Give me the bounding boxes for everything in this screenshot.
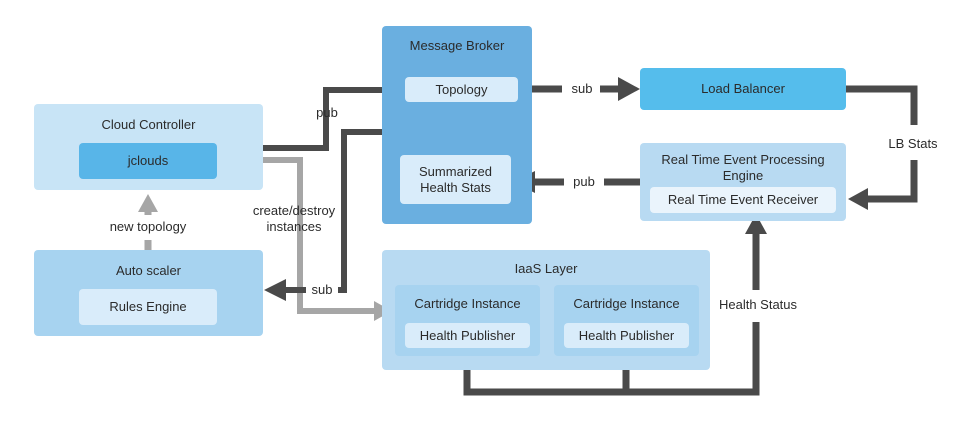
iaas-layer-box: IaaS Layer Cartridge Instance Health Pub… <box>382 250 710 370</box>
cloud-controller-title: Cloud Controller <box>101 117 196 132</box>
sub-as-label: sub <box>311 282 333 297</box>
message-broker-box: Message Broker Topology Summarized Healt… <box>382 26 532 224</box>
lb-stats-label: LB Stats <box>888 136 938 151</box>
auto-scaler-title: Auto scaler <box>115 263 182 278</box>
health-status-connector <box>463 322 760 396</box>
health-status-arrowhead <box>745 214 767 234</box>
create-destroy-label: create/destroy instances <box>252 203 336 234</box>
pub-cc-label: pub <box>316 105 338 120</box>
iaas-layer-title: IaaS Layer <box>514 261 578 276</box>
lb-stats-connector-lower <box>866 160 918 203</box>
lb-stats-arrowhead <box>848 188 868 210</box>
topology-box: Topology <box>405 77 518 102</box>
rtep-receiver-box: Real Time Event Receiver <box>650 187 836 213</box>
pub-rtep-label: pub <box>573 174 595 189</box>
new-topology-arrowhead <box>138 194 158 212</box>
rtep-engine-title: Real Time Event Processing Engine <box>661 152 825 183</box>
pub-cc-connector <box>262 87 382 151</box>
rules-engine-box: Rules Engine <box>79 289 217 325</box>
message-broker-title: Message Broker <box>409 38 505 53</box>
summarized-health-stats-box: Summarized Health Stats <box>400 155 511 204</box>
new-topology-label: new topology <box>109 219 187 234</box>
load-balancer-label: Load Balancer <box>701 81 785 96</box>
cartridge-instance-title: Cartridge Instance <box>573 296 680 311</box>
rtep-engine-box: Real Time Event Processing Engine Real T… <box>640 143 846 221</box>
jclouds-box: jclouds <box>79 143 217 179</box>
cartridge-instance-title: Cartridge Instance <box>414 296 521 311</box>
load-balancer-box: Load Balancer <box>640 68 846 110</box>
health-status-label: Health Status <box>718 297 798 312</box>
sub-lb-arrowhead <box>618 77 640 101</box>
sub-lb-label: sub <box>571 81 593 96</box>
sub-as-arrowhead <box>264 279 286 301</box>
auto-scaler-box: Auto scaler Rules Engine <box>34 250 263 336</box>
cartridge-instance-box: Cartridge Instance Health Publisher <box>395 285 540 356</box>
cloud-controller-box: Cloud Controller jclouds <box>34 104 263 190</box>
health-publisher-box: Health Publisher <box>564 323 689 348</box>
health-publisher-box: Health Publisher <box>405 323 530 348</box>
cartridge-instance-box: Cartridge Instance Health Publisher <box>554 285 699 356</box>
lb-stats-connector <box>846 85 918 125</box>
